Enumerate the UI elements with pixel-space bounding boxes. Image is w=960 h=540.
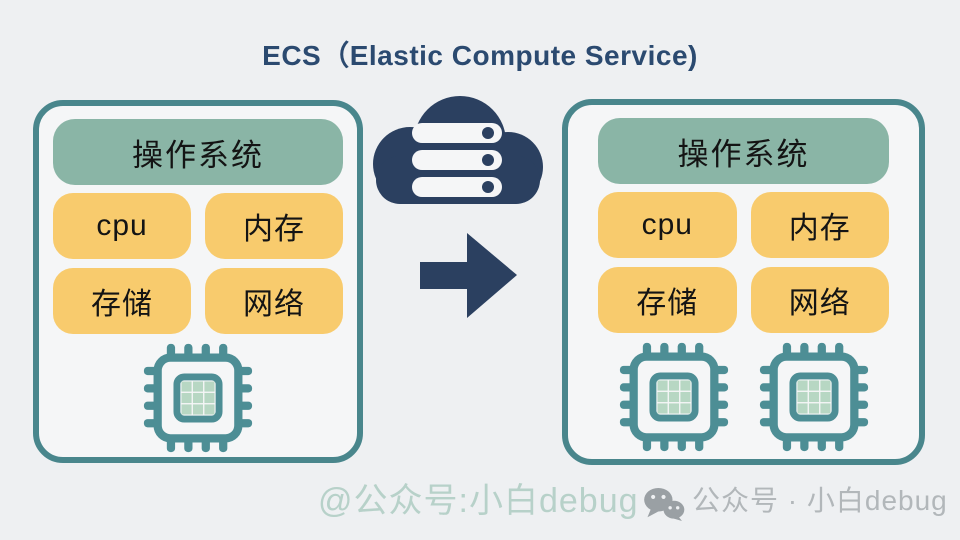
cloud-server-panel: 操作系统 cpu 内存 存储 网络 xyxy=(562,99,925,465)
os-header: 操作系统 xyxy=(598,118,889,184)
chip-row xyxy=(598,342,889,452)
wechat-icon xyxy=(644,487,685,521)
component-network: 网络 xyxy=(205,268,343,334)
physical-server-panel: 操作系统 cpu 内存 存储 网络 xyxy=(33,100,363,463)
cloud-server-icon xyxy=(373,96,543,204)
component-network: 网络 xyxy=(750,267,889,333)
cpu-chip-icon xyxy=(143,343,253,453)
component-grid: cpu 内存 存储 网络 xyxy=(598,192,889,333)
component-storage: 存储 xyxy=(53,268,191,334)
page-title: ECS（Elastic Compute Service) xyxy=(262,40,698,71)
component-storage: 存储 xyxy=(598,267,737,333)
component-cpu: cpu xyxy=(598,192,737,258)
cpu-chip-icon xyxy=(759,342,868,452)
component-memory: 内存 xyxy=(205,193,343,259)
arrow-right-icon xyxy=(420,233,517,318)
component-memory: 内存 xyxy=(750,192,889,258)
watermark-primary: @公众号:小白debug xyxy=(318,482,639,520)
chip-row xyxy=(53,343,343,453)
component-grid: cpu 内存 存储 网络 xyxy=(53,193,343,334)
watermark-secondary: 公众号 · 小白debug xyxy=(692,485,948,516)
component-cpu: cpu xyxy=(53,193,191,259)
cpu-chip-icon xyxy=(619,342,728,452)
os-header: 操作系统 xyxy=(53,119,343,185)
